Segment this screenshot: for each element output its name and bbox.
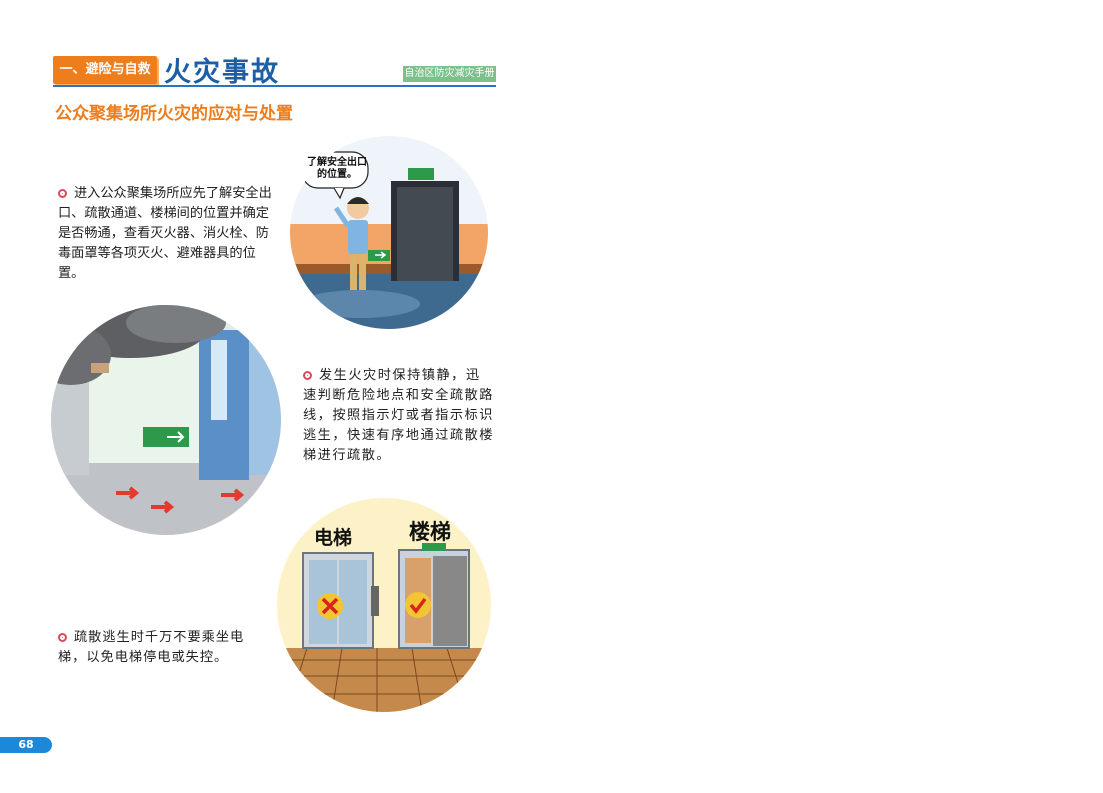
illustration-elevator-vs-stairs (277, 498, 491, 712)
page-title: 火灾事故 (164, 57, 280, 88)
illustration-smoke-corridor (51, 305, 281, 535)
smoke-corridor-scene (51, 305, 281, 535)
exit-door-scene (290, 136, 488, 329)
section-badge: 一、避险与自救 (53, 56, 157, 84)
paragraph-text: 疏散逃生时千万不要乘坐电梯，以免电梯停电或失控。 (58, 630, 245, 665)
paragraph-stay-calm: 发生火灾时保持镇静，迅速判断危险地点和安全疏散路线，按照指示灯或者指示标识逃生，… (303, 366, 495, 466)
section-subtitle: 公众聚集场所火灾的应对与处置 (55, 104, 293, 124)
bullet-icon (58, 189, 67, 198)
elevator-stairs-scene (277, 498, 491, 712)
page-number: 68 (0, 737, 52, 753)
elevator-label: 电梯 (314, 527, 353, 549)
header-divider (53, 85, 496, 87)
speech-bubble-text: 了解安全出口的位置。 (307, 157, 367, 180)
stairs-label: 楼梯 (409, 520, 451, 544)
paragraph-text: 发生火灾时保持镇静，迅速判断危险地点和安全疏散路线，按照指示灯或者指示标识逃生，… (303, 368, 494, 463)
bullet-icon (58, 633, 67, 642)
manual-tag: 自治区防灾减灾手册 (403, 66, 496, 82)
paragraph-no-elevator: 疏散逃生时千万不要乘坐电梯，以免电梯停电或失控。 (58, 628, 260, 668)
paragraph-text: 进入公众聚集场所应先了解安全出口、疏散通道、楼梯间的位置并确定是否畅通，查看灭火… (58, 186, 272, 281)
paragraph-know-exits: 进入公众聚集场所应先了解安全出口、疏散通道、楼梯间的位置并确定是否畅通，查看灭火… (58, 184, 273, 284)
bullet-icon (303, 371, 312, 380)
illustration-exit-door (290, 136, 488, 329)
